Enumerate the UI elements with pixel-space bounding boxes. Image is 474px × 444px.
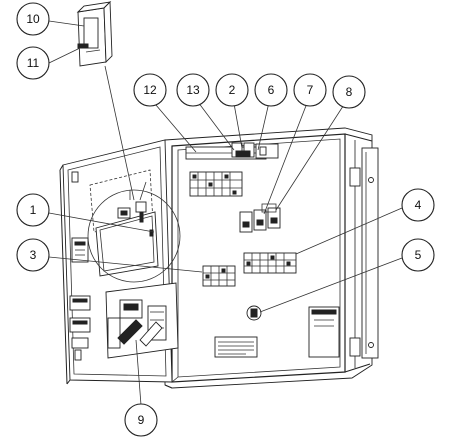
- door-warning-labels: [69, 295, 91, 349]
- svg-text:7: 7: [307, 83, 314, 97]
- top-din-rail: [185, 142, 279, 160]
- exploded-mounting-bracket: [76, 0, 113, 67]
- callout-11: 11: [16, 46, 50, 80]
- callout-2: 2: [215, 73, 249, 107]
- disconnect-handle-assembly: [105, 282, 179, 359]
- door-controller: [95, 181, 159, 277]
- callout-1: 1: [16, 193, 50, 227]
- terminal-block-lower: [202, 265, 236, 287]
- svg-text:8: 8: [346, 85, 353, 99]
- door-label-small: [71, 237, 89, 263]
- terminal-strip-middle: [243, 252, 297, 274]
- detail-circle: [87, 189, 181, 283]
- callout-8: 8: [332, 75, 366, 109]
- svg-text:12: 12: [143, 83, 157, 97]
- callout-6: 6: [254, 73, 288, 107]
- svg-text:2: 2: [229, 83, 236, 97]
- svg-text:5: 5: [415, 248, 422, 262]
- callout-3: 3: [16, 238, 50, 272]
- svg-text:11: 11: [27, 56, 40, 70]
- svg-text:3: 3: [30, 248, 37, 262]
- callout-9: 9: [124, 403, 158, 437]
- svg-text:9: 9: [138, 413, 145, 427]
- grounding-lug: [246, 305, 262, 321]
- callout-13: 13: [176, 73, 210, 107]
- callout-12: 12: [133, 73, 167, 107]
- leader-lines: [48, 20, 403, 406]
- svg-text:4: 4: [415, 198, 422, 212]
- cabinet-caution-label: [214, 336, 258, 358]
- svg-text:13: 13: [186, 83, 200, 97]
- relay-group: [239, 203, 281, 233]
- svg-text:10: 10: [26, 12, 40, 26]
- callout-7: 7: [293, 73, 327, 107]
- callout-5: 5: [401, 238, 435, 272]
- callout-10: 10: [16, 2, 50, 36]
- svg-text:1: 1: [30, 203, 37, 217]
- svg-text:6: 6: [268, 83, 275, 97]
- document-pocket: [308, 306, 340, 358]
- callout-4: 4: [401, 188, 435, 222]
- terminal-block-upper-left: [189, 171, 243, 197]
